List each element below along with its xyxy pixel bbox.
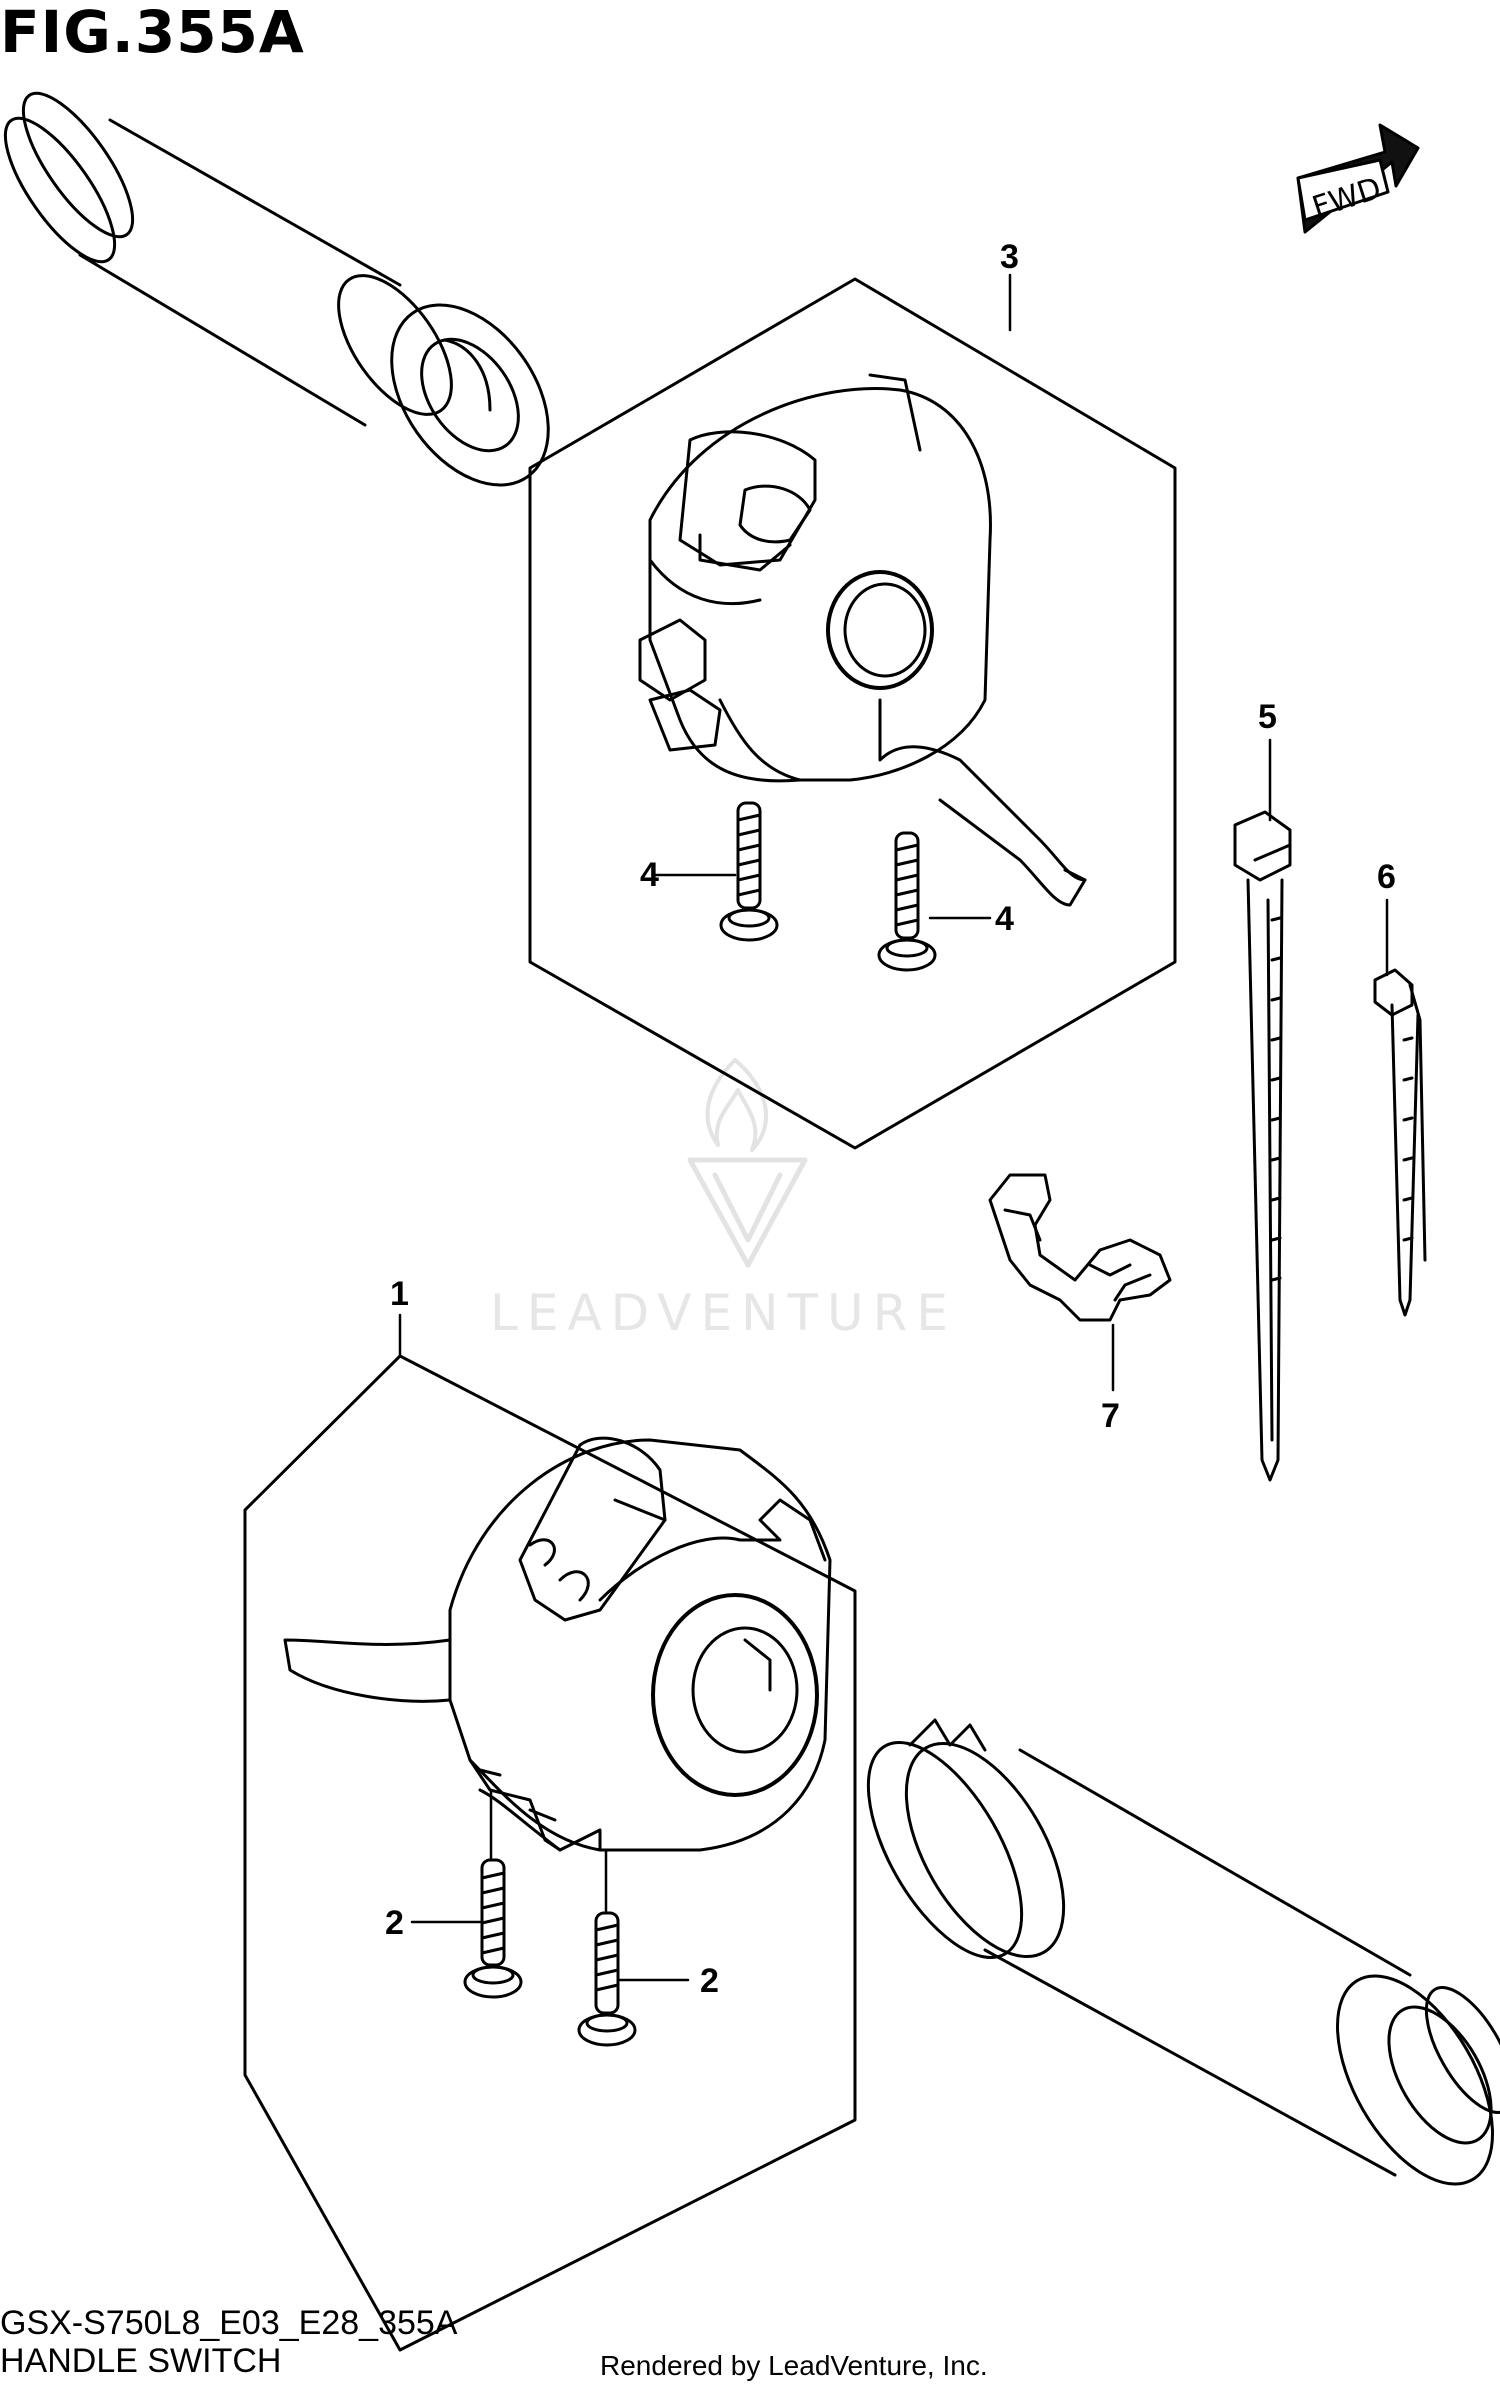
left-handlebar-switch: [283, 1436, 832, 1852]
callout-2a: 2: [385, 1904, 404, 1942]
screw-4a: [719, 801, 779, 942]
render-credit: Rendered by LeadVenture, Inc.: [600, 2350, 988, 2381]
right-grip: [866, 1718, 1500, 2186]
callout-4b: 4: [995, 900, 1014, 938]
cable-tie-5: [1233, 810, 1292, 1482]
callout-7: 7: [1101, 1397, 1120, 1435]
callout-4a: 4: [640, 856, 659, 894]
leader-lines: [398, 273, 1389, 1982]
figure-title: FIG.355A: [0, 0, 305, 66]
watermark: LEADVENTURE: [490, 1058, 957, 1342]
screw-2a: [463, 1858, 523, 1999]
flame-logo-icon: [705, 1058, 768, 1152]
left-grip: [3, 91, 550, 487]
cable-tie-6: [1373, 968, 1427, 1317]
callout-5: 5: [1258, 698, 1277, 736]
callout-2b: 2: [700, 1962, 719, 2000]
model-code: GSX-S750L8_E03_E28_355A: [0, 2304, 458, 2342]
screw-2b: [577, 1911, 637, 2047]
screw-4b: [877, 831, 937, 972]
v-logo-icon: [687, 1157, 808, 1268]
part-1-outline: [243, 1354, 857, 2352]
callouts: 3 4 4 5 6 7 1 2 2: [385, 238, 1396, 2000]
watermark-text: LEADVENTURE: [490, 1284, 957, 1342]
right-handlebar-switch: [638, 373, 1087, 907]
section-title: HANDLE SWITCH: [0, 2342, 282, 2380]
clamp-7: [988, 1173, 1172, 1322]
callout-1: 1: [390, 1275, 409, 1313]
callout-6: 6: [1377, 858, 1396, 896]
fwd-arrow-badge: FWD: [1296, 123, 1420, 234]
part-3-outline: [528, 277, 1177, 1150]
callout-3: 3: [1000, 238, 1019, 276]
